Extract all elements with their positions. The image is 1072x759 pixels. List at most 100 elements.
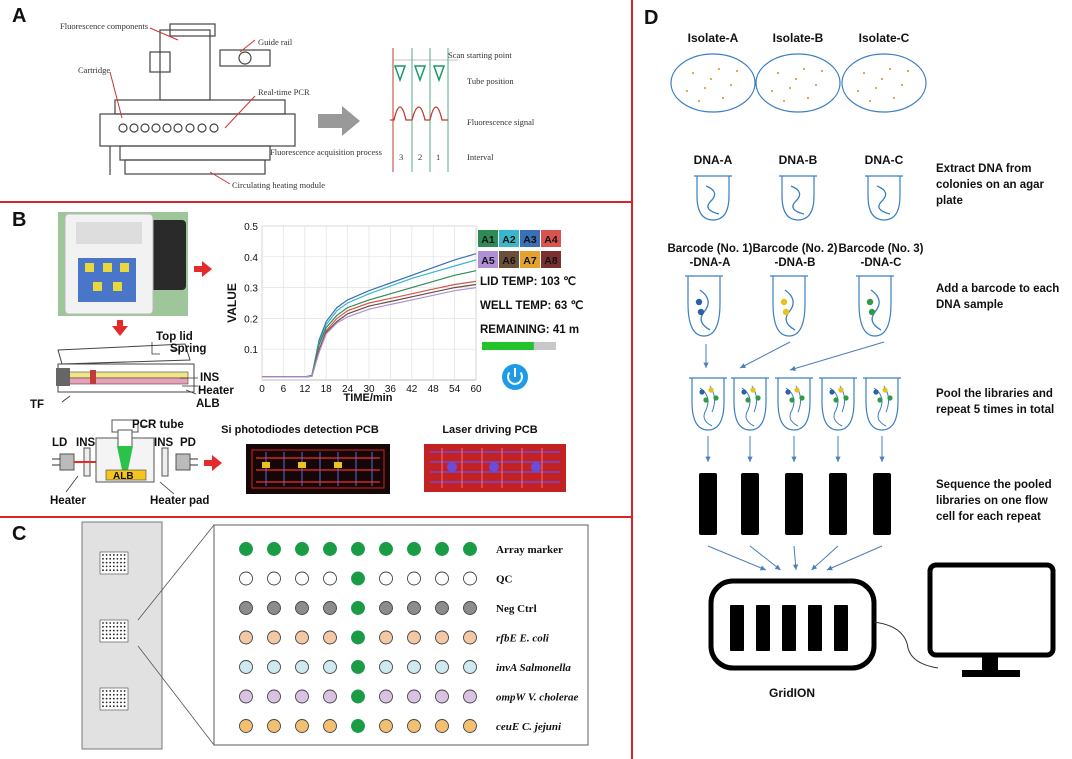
barcode-tube xyxy=(687,276,721,337)
well-swatch-A3 xyxy=(520,230,540,247)
chip-dot xyxy=(112,565,115,568)
chip-dot xyxy=(109,557,112,560)
step-text: cell for each repeat xyxy=(936,511,1041,523)
pool-dot xyxy=(829,389,835,395)
dna-strand xyxy=(876,185,891,215)
monitor-stand xyxy=(982,655,998,671)
chip-dot xyxy=(112,625,115,628)
chip-dot xyxy=(120,569,122,572)
label-fluorescence-signal: Fluorescence signal xyxy=(467,117,535,127)
chip-dot xyxy=(105,565,108,568)
barcode-dot xyxy=(866,298,874,306)
colony xyxy=(906,69,910,73)
array-spot xyxy=(323,542,337,556)
colony xyxy=(697,99,701,103)
chip-dot xyxy=(116,554,119,556)
x-tick-label: 30 xyxy=(363,384,375,395)
chip-dot xyxy=(102,690,104,692)
chip-dot xyxy=(116,569,119,572)
chip-dot xyxy=(116,690,119,692)
array-spot xyxy=(351,601,365,615)
chip-dot xyxy=(112,561,115,564)
chip-spot-groups xyxy=(99,551,129,711)
colony xyxy=(788,86,792,90)
chip-dot xyxy=(102,557,104,560)
gridion-slot xyxy=(808,605,822,651)
array-spot xyxy=(295,601,309,615)
label-ins-structure: INS xyxy=(200,372,220,384)
chip-dot xyxy=(116,622,119,624)
power-button[interactable] xyxy=(502,364,528,390)
barcode-tube xyxy=(772,276,806,337)
array-spot xyxy=(239,719,253,733)
chip-dot xyxy=(116,565,119,568)
chip-dot xyxy=(102,625,104,628)
chip-dot xyxy=(112,693,115,696)
array-spot xyxy=(323,601,337,615)
array-spot xyxy=(407,601,421,615)
chip-dot xyxy=(112,557,115,560)
pool-dot xyxy=(789,397,795,403)
pool-dot xyxy=(745,397,751,403)
array-row-label: Array marker xyxy=(496,544,563,556)
array-row-label: QC xyxy=(496,574,513,586)
interval-number-1: 1 xyxy=(436,152,440,162)
agar-plate xyxy=(670,53,756,113)
array-spot xyxy=(239,630,253,645)
pool-dot xyxy=(703,397,709,403)
flow-cell xyxy=(829,473,847,535)
label-tube-position: Tube position xyxy=(467,76,514,86)
monitor xyxy=(927,562,1056,658)
chip-dot xyxy=(123,637,126,640)
label-fluorescence-acquisition: Fluorescence acquisition process xyxy=(270,147,382,157)
dna-strand xyxy=(790,185,805,215)
array-spot xyxy=(323,689,337,704)
arrow-pool-3 xyxy=(789,341,885,371)
pool-dot xyxy=(713,395,719,401)
array-spot xyxy=(239,542,253,556)
x-tick-label: 18 xyxy=(321,384,333,395)
chip-dot xyxy=(105,622,108,624)
step-text: plate xyxy=(936,195,963,207)
chip-dot xyxy=(120,622,122,624)
arrow-to-gridion-head xyxy=(811,564,818,570)
colony xyxy=(862,71,866,75)
step-text: DNA sample xyxy=(936,299,1003,311)
chip-dot xyxy=(105,697,108,700)
step-text: Pool the libraries and xyxy=(936,388,1053,400)
x-tick-label: 60 xyxy=(470,384,482,395)
chip-dot xyxy=(109,622,112,624)
chip-dot xyxy=(102,637,104,640)
chip-dot xyxy=(102,565,104,568)
step-text: repeat 5 times in total xyxy=(936,404,1054,416)
array-spot xyxy=(323,719,337,733)
chip-dot xyxy=(120,693,122,696)
pool-dot xyxy=(794,387,800,393)
chip-dot xyxy=(112,705,115,708)
array-spot xyxy=(267,571,281,586)
chip-dot xyxy=(123,701,126,704)
chip-dot xyxy=(112,633,115,636)
array-spot xyxy=(239,689,253,704)
chip-dot xyxy=(116,629,119,632)
chip-dot xyxy=(120,690,122,692)
label-scan-starting-point: Scan starting point xyxy=(448,50,512,60)
chip-dot xyxy=(102,701,104,704)
array-spot xyxy=(407,630,421,645)
colony xyxy=(820,69,824,73)
chip-dot xyxy=(105,690,108,692)
array-spot xyxy=(267,660,281,674)
array-spot xyxy=(351,571,365,586)
pool-dot xyxy=(843,395,849,401)
panel-label-a: A xyxy=(12,5,26,27)
colony xyxy=(888,67,892,71)
chip-dot xyxy=(123,705,126,708)
array-spot xyxy=(435,660,449,674)
arrow-pool-down-head xyxy=(705,456,711,462)
pool-dot xyxy=(755,395,761,401)
pool-tube xyxy=(691,378,725,431)
colony xyxy=(880,77,884,81)
array-spot xyxy=(407,571,421,586)
colony xyxy=(802,67,806,71)
chip-dot xyxy=(112,569,115,572)
